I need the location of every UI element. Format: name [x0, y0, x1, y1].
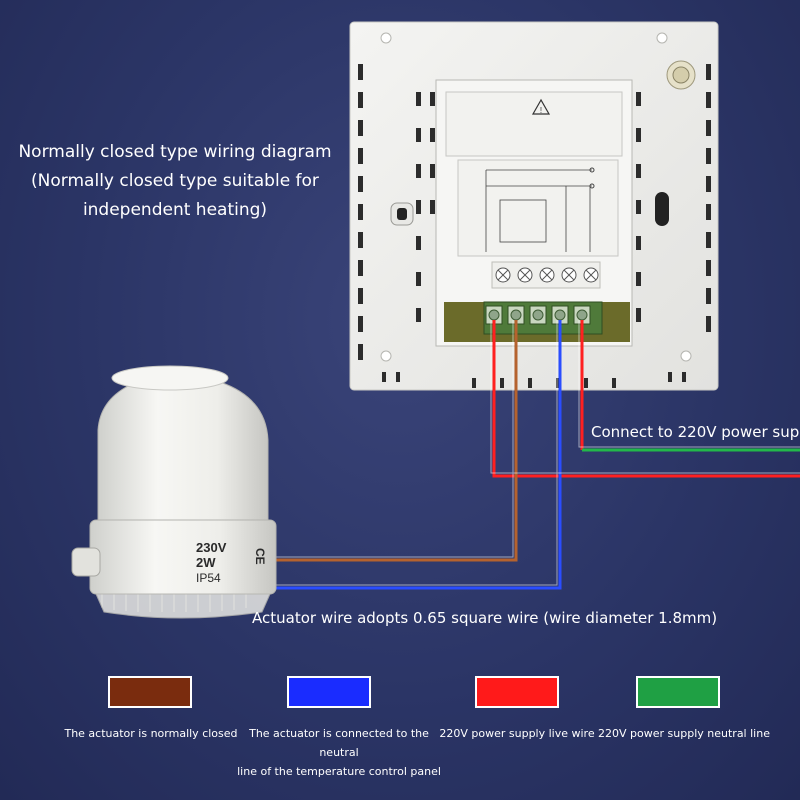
legend-swatch-green — [636, 676, 720, 708]
screw-hole-bottom-right — [680, 350, 692, 362]
actuator: 230V 2W IP54 CE — [71, 365, 277, 619]
blue-wire — [266, 320, 562, 590]
bottom-vents — [382, 372, 686, 388]
actuator-wire-label: Actuator wire adopts 0.65 square wire (w… — [252, 609, 718, 627]
legend-swatch-blue — [287, 676, 371, 708]
screw-hole-top-left — [380, 32, 392, 44]
power-supply-label: Connect to 220V power supply — [591, 423, 800, 441]
manual-override-button — [71, 547, 101, 577]
title-line-2: (Normally closed type suitable for — [31, 171, 319, 191]
legend-text-blue: The actuator is connected to the neutral… — [234, 724, 444, 781]
legend-swatch-brown — [108, 676, 192, 708]
brown-wire — [266, 320, 518, 562]
legend-text-blue-line1: The actuator is connected to the neutral — [249, 727, 429, 759]
ce-mark: CE — [253, 548, 267, 565]
legend-text-red-line1: 220V power supply live wire — [439, 727, 595, 740]
terminal-row — [491, 261, 601, 289]
legend-text-green-line1: 220V power supply neutral line — [598, 727, 770, 740]
legend-text-brown-line1: The actuator is normally closed — [64, 727, 238, 740]
actuator-voltage-label: 230V — [196, 540, 227, 555]
wires — [266, 320, 800, 590]
legend-swatch-red — [475, 676, 559, 708]
right-vents — [706, 64, 711, 332]
terminal-block — [444, 301, 630, 342]
legend-text-green: 220V power supply neutral line — [596, 724, 772, 743]
left-vents — [358, 64, 363, 360]
svg-text:!: ! — [540, 106, 542, 115]
red-wire — [492, 320, 800, 478]
legend-text-red: 220V power supply live wire — [438, 724, 596, 743]
title-line-3: independent heating) — [82, 200, 268, 220]
screw-hole-bottom-left — [380, 350, 392, 362]
actuator-power-label: 2W — [196, 555, 216, 570]
legend-text-blue-line2: line of the temperature control panel — [237, 765, 441, 778]
title-line-1: Normally closed type wiring diagram — [18, 142, 332, 162]
actuator-ip-label: IP54 — [196, 571, 221, 585]
diagram-title: Normally closed type wiring diagram (Nor… — [0, 138, 350, 225]
thermostat-back-panel: ! — [349, 21, 719, 391]
warning-icon — [531, 98, 551, 115]
mounting-slot-right — [655, 192, 669, 226]
screw-hole-top-right — [656, 32, 668, 44]
legend-text-brown: The actuator is normally closed — [60, 724, 242, 743]
